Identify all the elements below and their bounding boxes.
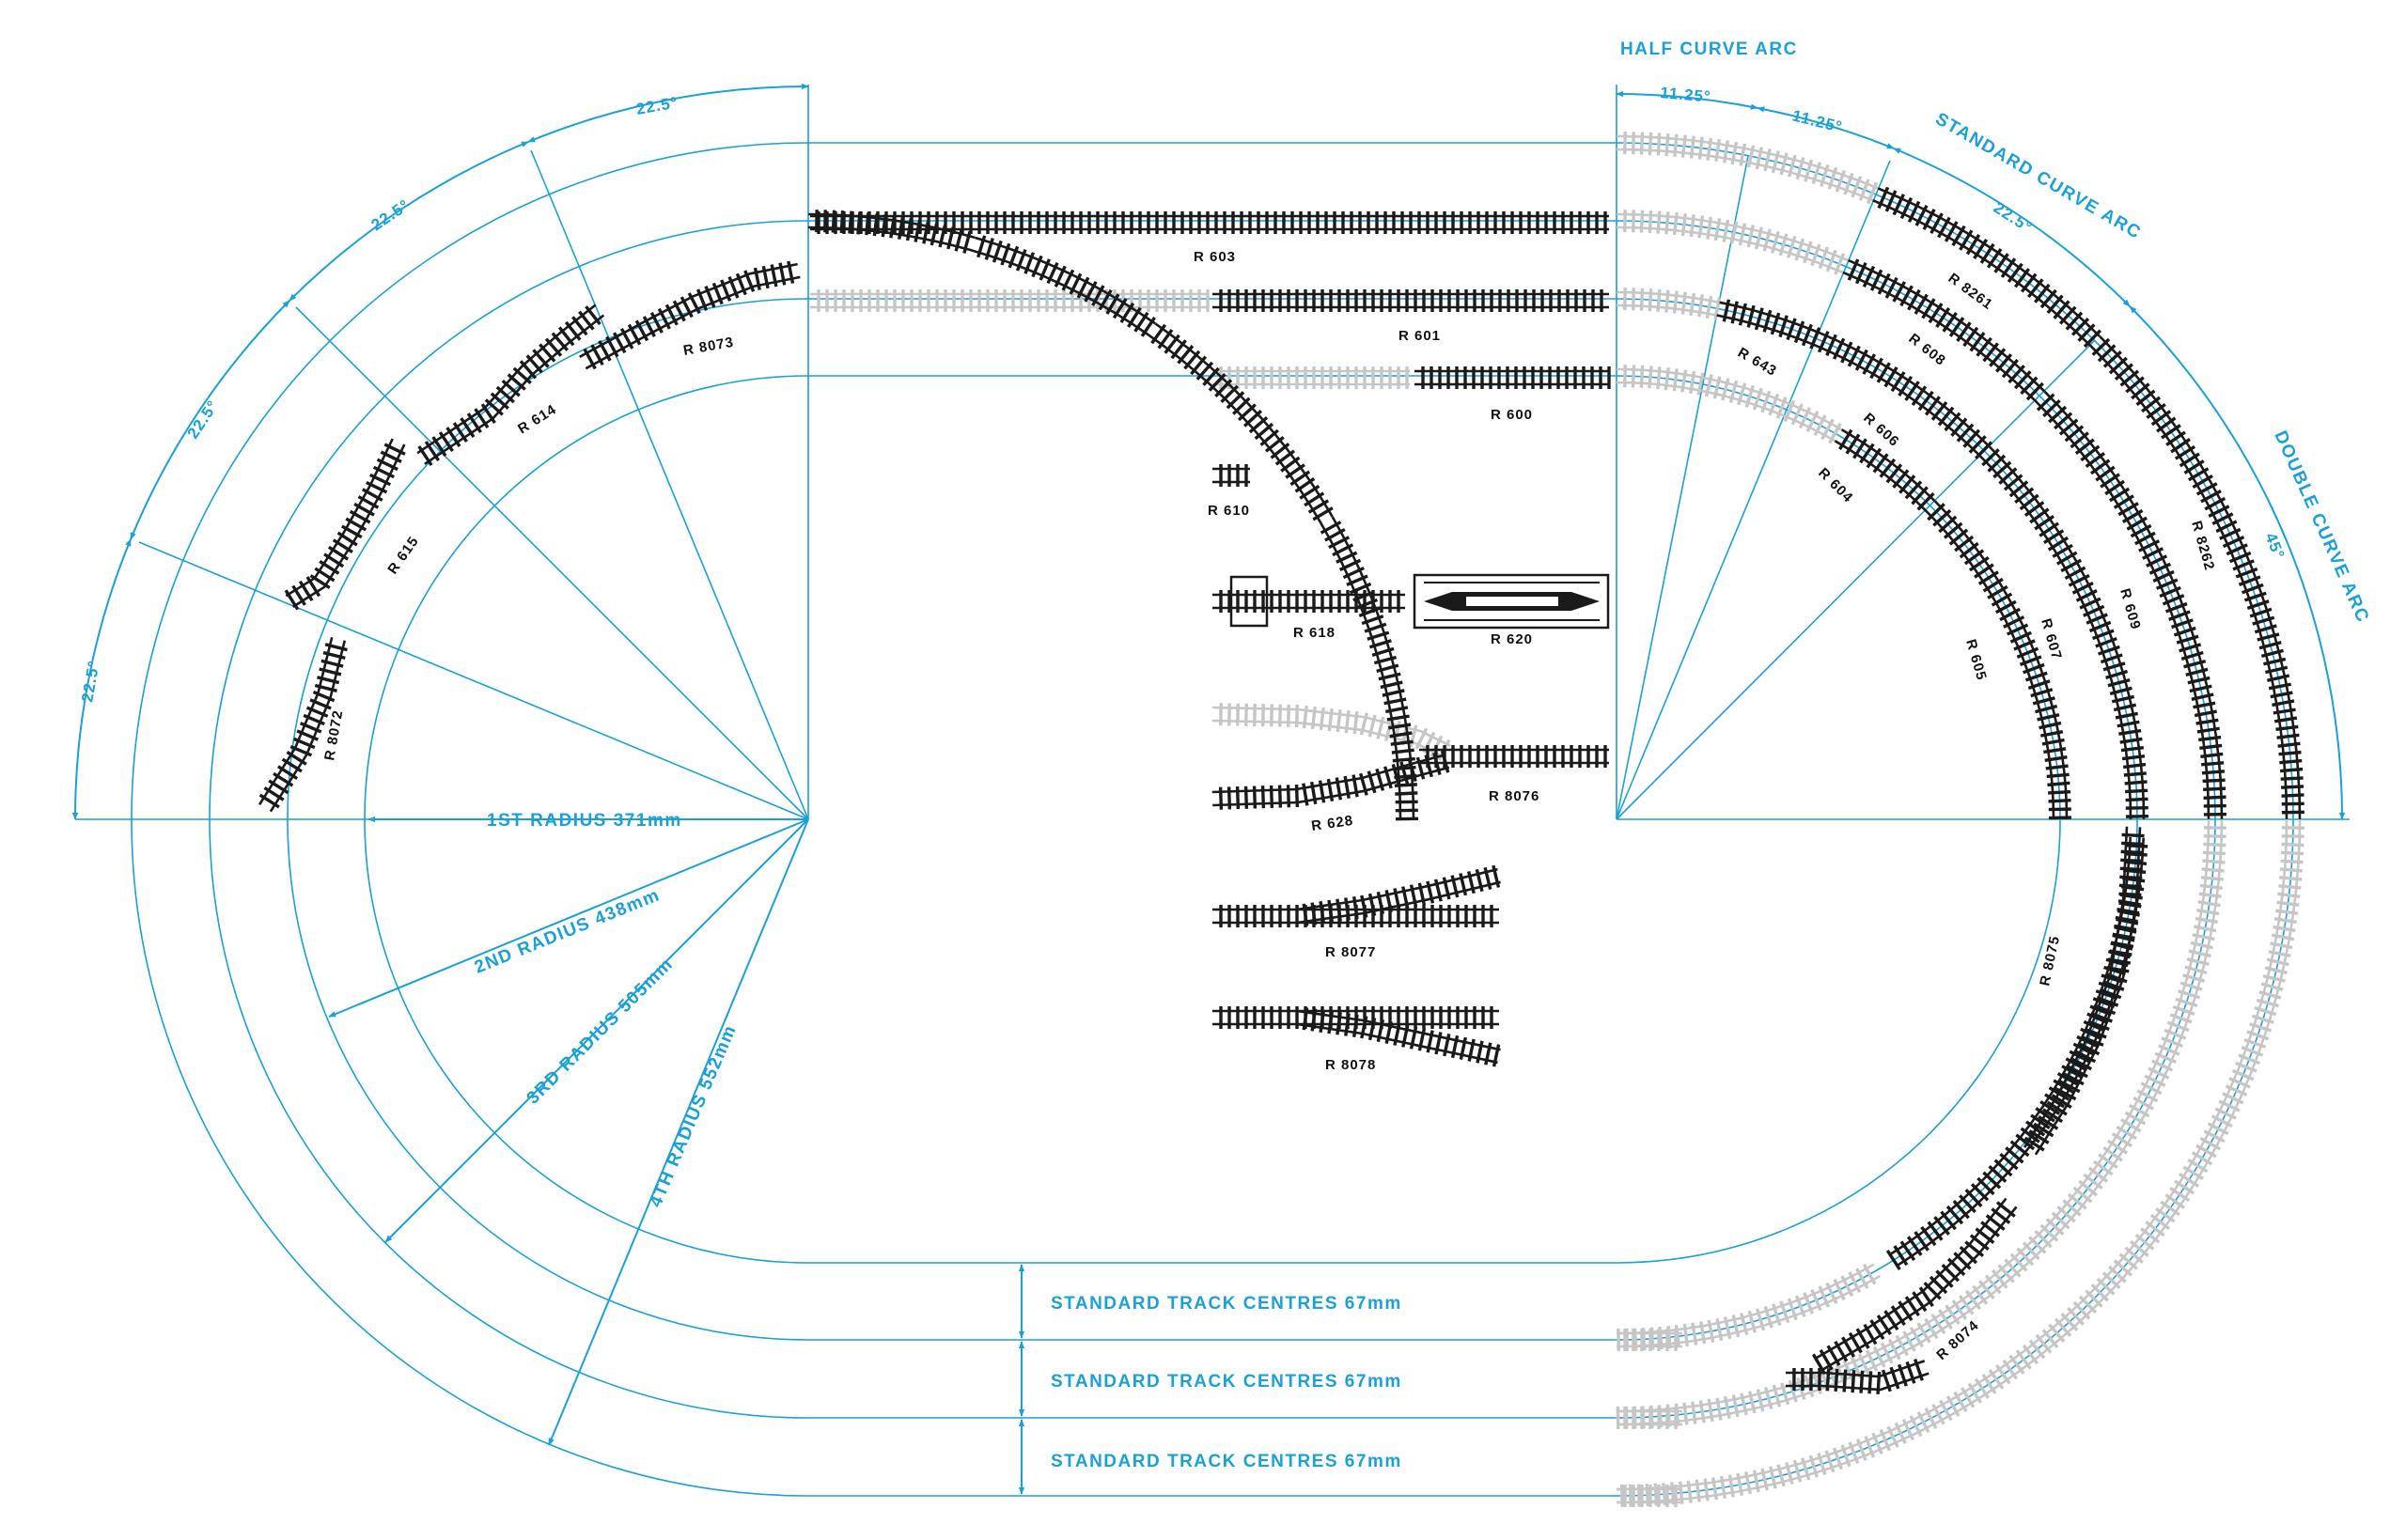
track-r643-grey xyxy=(1616,288,1722,320)
track-r8075 xyxy=(1885,836,2148,1271)
track-r608-grey xyxy=(1616,210,1849,275)
angle-label-left-1: 22.5° xyxy=(634,93,680,118)
radius-label-4: 4TH RADIUS 552mm xyxy=(646,1022,741,1210)
track-r604 xyxy=(1834,428,1936,512)
track-r600-grey xyxy=(1211,366,1411,389)
track-r608 xyxy=(1842,258,2046,402)
label-r605: R 605 xyxy=(1962,637,1990,682)
label-r8073: R 8073 xyxy=(682,334,736,359)
label-r8076: R 8076 xyxy=(1489,788,1539,804)
track-lower-r2-straight xyxy=(1616,1329,1683,1351)
track-pieces xyxy=(258,132,2304,1507)
track-r8072 xyxy=(1320,516,1419,821)
track-lower-r4-grey xyxy=(1616,818,2304,1507)
track-lower-r4-straight xyxy=(1616,1485,1683,1507)
track-r8077-branch xyxy=(1295,864,1501,926)
label-r604: R 604 xyxy=(1815,465,1856,506)
track-r603 xyxy=(809,211,1610,234)
track-r610 xyxy=(1211,464,1251,487)
angle-label-right-half-b: 11.25° xyxy=(1790,106,1844,136)
angle-label-left-4: 22.5° xyxy=(78,659,103,704)
track-r8261 xyxy=(1872,186,2102,349)
track-r8076 xyxy=(1418,745,1610,768)
angle-label-right-half-a: 11.25° xyxy=(1660,84,1712,106)
track-r8072-branch xyxy=(258,636,348,813)
track-r605 xyxy=(1924,500,2071,820)
track-centres-label-1: STANDARD TRACK CENTRES 67mm xyxy=(1051,1294,1402,1314)
radius-label-2: 2ND RADIUS 438mm xyxy=(472,885,663,977)
track-r8075-branch xyxy=(2023,826,2145,1156)
label-r607: R 607 xyxy=(2038,616,2065,661)
standard-curve-arc-heading: STANDARD CURVE ARC xyxy=(1932,109,2145,243)
angle-label-left-2: 22.5° xyxy=(368,195,414,234)
angle-label-left-3: 22.5° xyxy=(184,397,223,442)
track-lower-r3-straight xyxy=(1616,1407,1683,1429)
label-r618: R 618 xyxy=(1293,625,1336,641)
label-r8261: R 8261 xyxy=(1945,270,1996,313)
label-r8075: R 8075 xyxy=(2037,934,2063,988)
track-r8261-grey xyxy=(1616,132,1879,205)
label-r8078: R 8078 xyxy=(1325,1057,1376,1073)
track-r600 xyxy=(1414,366,1611,389)
radius-dimension-arrows xyxy=(328,816,809,1446)
track-r614 xyxy=(971,235,1157,337)
label-r610: R 610 xyxy=(1208,503,1250,519)
track-r601-grey xyxy=(809,289,1210,312)
track-r604-grey xyxy=(1616,365,1843,444)
half-curve-arc-heading: HALF CURVE ARC xyxy=(1620,39,1798,59)
track-piece-labels: R 603 R 601 R 600 R 610 R 618 R 620 R 80… xyxy=(321,249,2217,1363)
radius-guide-lines xyxy=(75,85,2350,1497)
track-r628-grey xyxy=(1211,703,1451,761)
angle-dimension-arrows xyxy=(71,83,2346,820)
track-r8078-branch xyxy=(1295,1007,1501,1067)
track-r614-branch xyxy=(416,303,605,466)
label-r8077: R 8077 xyxy=(1325,944,1376,960)
track-r609 xyxy=(2034,390,2226,820)
angle-label-right-standard: 22.5° xyxy=(1991,198,2036,236)
track-r615-branch xyxy=(284,438,406,611)
label-r609: R 609 xyxy=(2117,586,2144,631)
track-r606 xyxy=(1812,331,1993,459)
track-r643 xyxy=(1716,299,1821,350)
track-r8074 xyxy=(1811,1197,2018,1375)
track-r8074-branch xyxy=(1785,1358,1929,1395)
track-r8262 xyxy=(2089,335,2304,820)
label-r603: R 603 xyxy=(1194,249,1236,265)
label-r600: R 600 xyxy=(1491,407,1533,423)
label-r608: R 608 xyxy=(1906,331,1949,369)
track-centres-label-3: STANDARD TRACK CENTRES 67mm xyxy=(1051,1452,1402,1471)
track-r620 xyxy=(1413,573,1610,630)
label-r620: R 620 xyxy=(1491,631,1533,647)
radius-label-1: 1ST RADIUS 371mm xyxy=(487,811,682,831)
track-r601 xyxy=(1211,289,1610,312)
label-r614: R 614 xyxy=(515,401,559,437)
label-r628: R 628 xyxy=(1310,813,1354,834)
track-lower-r3-grey xyxy=(1616,818,2226,1430)
track-centres-label-2: STANDARD TRACK CENTRES 67mm xyxy=(1051,1372,1402,1392)
radius-label-3: 3RD RADIUS 505mm xyxy=(523,955,678,1109)
label-r8262: R 8262 xyxy=(2188,519,2217,572)
track-r615 xyxy=(1147,322,1334,524)
label-r615: R 615 xyxy=(384,534,422,578)
label-r601: R 601 xyxy=(1398,328,1441,344)
track-r8073-branch xyxy=(579,260,801,370)
track-r8073 xyxy=(807,210,976,254)
label-r643: R 643 xyxy=(1735,345,1779,380)
track-r607 xyxy=(1978,445,2148,820)
double-curve-arc-heading: DOUBLE CURVE ARC xyxy=(2270,428,2372,626)
